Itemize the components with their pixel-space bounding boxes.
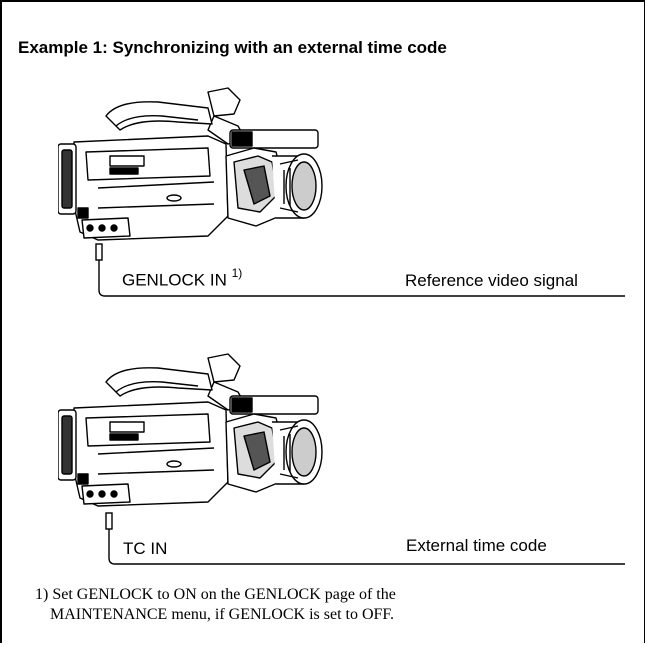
footnote-mark: 1) <box>231 266 243 280</box>
footnote: 1) Set GENLOCK to ON on the GENLOCK page… <box>35 585 396 625</box>
footnote-line-1: Set GENLOCK to ON on the GENLOCK page of… <box>52 586 396 603</box>
reference-video-signal-label: Reference video signal <box>405 271 578 290</box>
tc-in-label: TC IN <box>123 539 168 558</box>
connector-plug-2 <box>105 512 113 530</box>
figure-title: Example 1: Synchronizing with an externa… <box>18 38 447 57</box>
camcorder-illustration-2 <box>58 353 323 507</box>
footnote-line-2: MAINTENANCE menu, if GENLOCK is set to O… <box>50 606 395 623</box>
connector-plug-1 <box>95 243 103 261</box>
footnote-marker: 1) <box>35 586 49 603</box>
genlock-in-label: GENLOCK IN 1) <box>122 266 243 290</box>
camcorder-illustration-1 <box>58 87 323 241</box>
external-time-code-label: External time code <box>406 536 547 555</box>
cable-2 <box>108 529 625 565</box>
cable-1 <box>98 260 625 297</box>
